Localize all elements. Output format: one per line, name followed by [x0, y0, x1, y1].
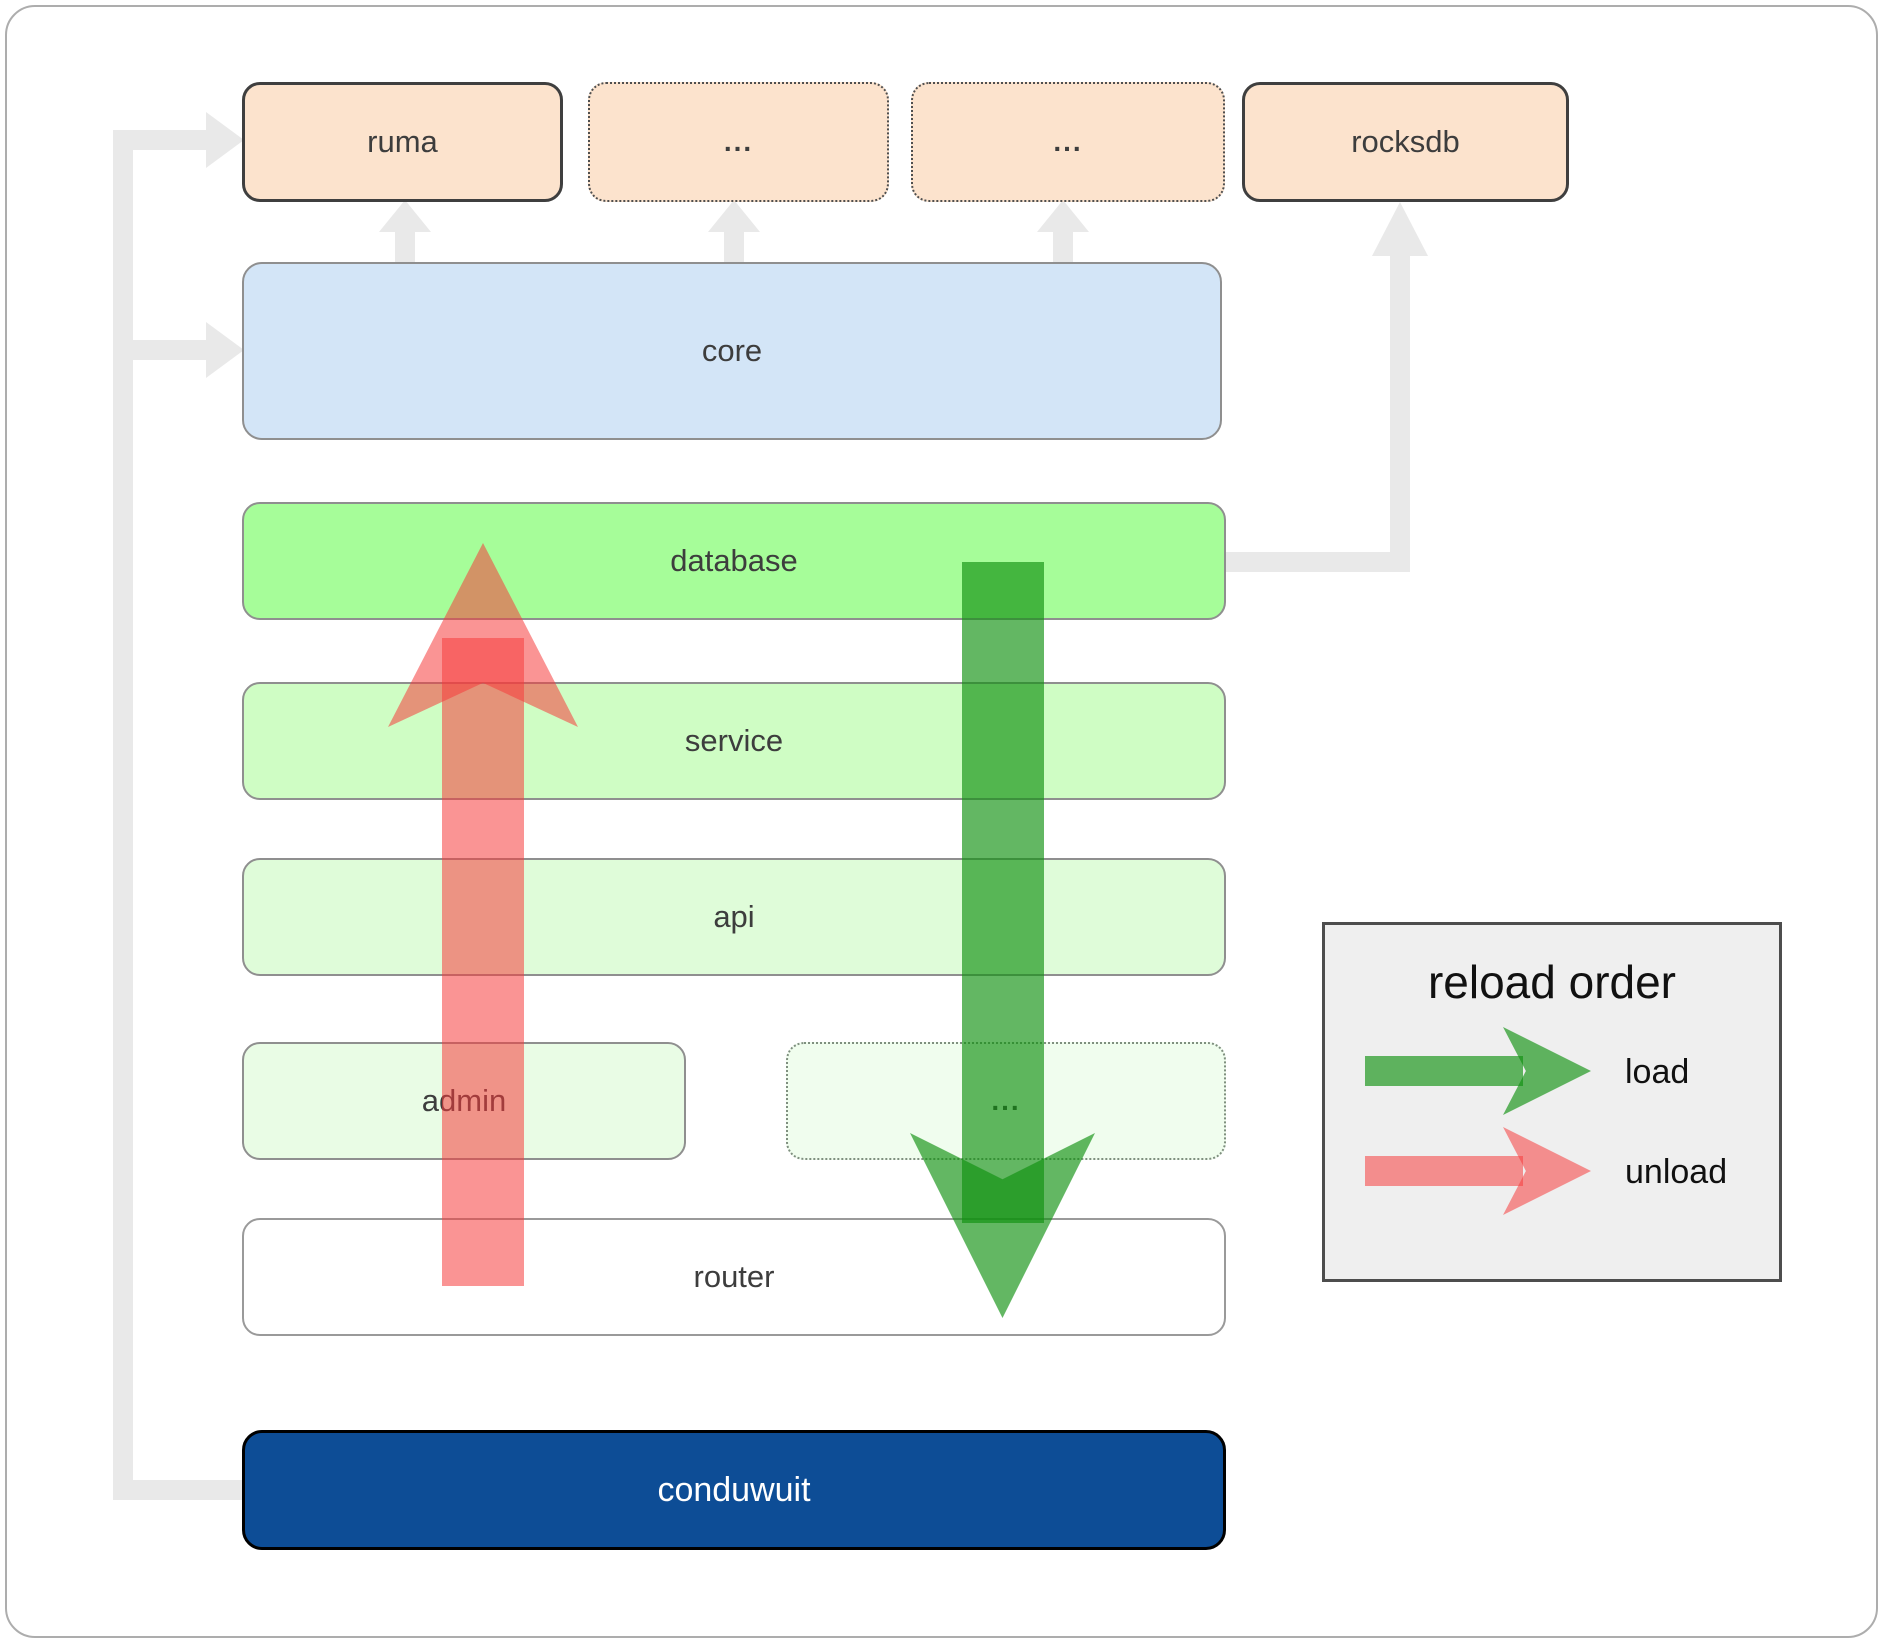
- node-api-label: api: [713, 899, 755, 934]
- connector-database-to-rocksdb-horizontal: [1226, 552, 1410, 572]
- node-core-label: core: [701, 333, 763, 368]
- legend-title: reload order: [1427, 956, 1677, 1008]
- connector-database-to-rocksdb-vertical: [1390, 250, 1410, 572]
- node-ruma: ruma: [242, 82, 563, 202]
- node-dots-top-1: ...: [588, 82, 889, 202]
- legend-unload-label: unload: [1625, 1153, 1728, 1191]
- legend-unload-arrow-shaft: [1365, 1156, 1523, 1186]
- legend-load-arrow-shaft: [1365, 1056, 1523, 1086]
- unload-arrow-shaft: [442, 638, 524, 1286]
- node-router-label: router: [693, 1259, 775, 1294]
- node-dots-top-2-label: ...: [1053, 126, 1083, 157]
- connector-core-to-dots-1: [724, 228, 744, 262]
- legend: reload order load unload: [1322, 922, 1782, 1282]
- node-service: service: [242, 682, 1226, 800]
- connector-core-to-ruma: [395, 228, 415, 262]
- node-ruma-label: ruma: [367, 124, 438, 159]
- node-api: api: [242, 858, 1226, 976]
- node-dots-top-2: ...: [911, 82, 1225, 202]
- node-database-label: database: [670, 543, 798, 578]
- node-dots-top-1-label: ...: [723, 126, 754, 157]
- node-conduwuit: conduwuit: [242, 1430, 1226, 1550]
- node-core: core: [242, 262, 1222, 440]
- connector-arm-to-core: [133, 340, 208, 360]
- node-rocksdb-label: rocksdb: [1351, 124, 1460, 159]
- load-arrow-shaft: [962, 562, 1044, 1223]
- node-database: database: [242, 502, 1226, 620]
- node-router: router: [242, 1218, 1226, 1336]
- connector-arm-to-ruma: [113, 130, 208, 150]
- node-rocksdb: rocksdb: [1242, 82, 1569, 202]
- connector-core-to-dots-2: [1053, 228, 1073, 262]
- connector-arm-from-conduwuit: [113, 1480, 244, 1500]
- legend-load-label: load: [1625, 1053, 1690, 1091]
- node-service-label: service: [684, 723, 784, 758]
- outer-frame: [5, 5, 1878, 1638]
- connector-conduwuit-left-line: [113, 130, 133, 1500]
- node-conduwuit-label: conduwuit: [657, 1470, 811, 1509]
